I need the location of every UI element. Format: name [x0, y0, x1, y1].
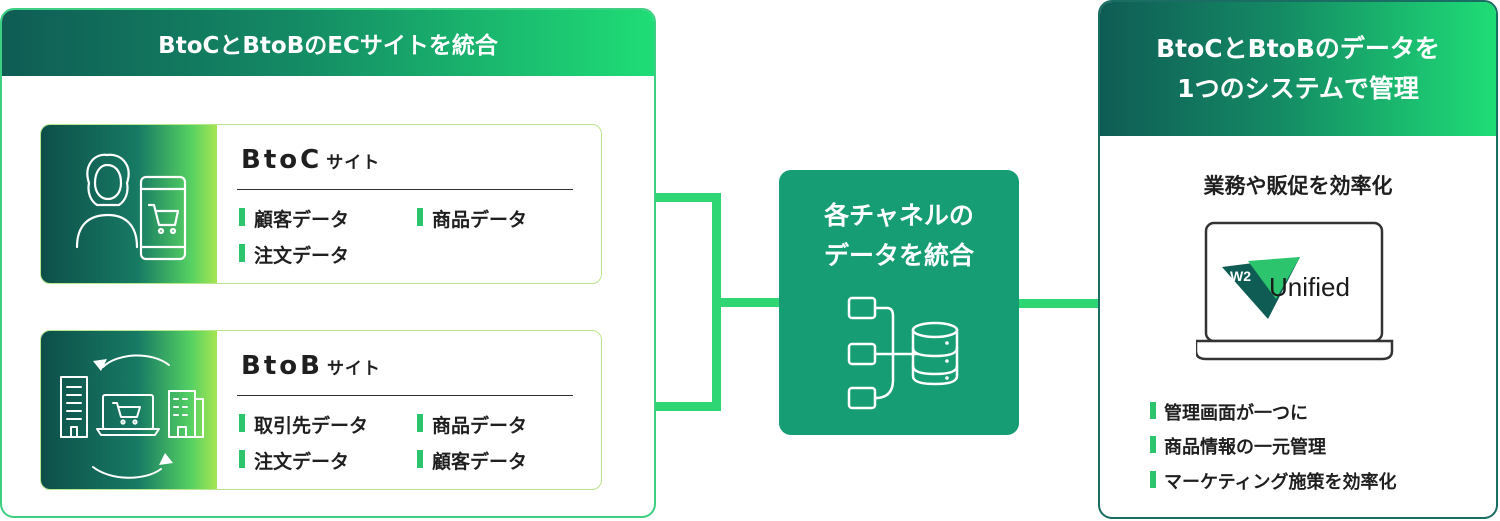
btoc-item-customer: 顧客データ: [239, 205, 349, 232]
logo-mark: W2: [1230, 268, 1251, 284]
btoc-illustration: [41, 125, 217, 283]
btob-item-customer: 顧客データ: [417, 447, 527, 474]
btoc-item-product: 商品データ: [417, 205, 527, 232]
integration-title-line1: 各チャネルの: [824, 201, 974, 230]
ec-sites-panel-title: BtoCとBtoBのECサイトを統合: [2, 10, 654, 76]
btob-item-order: 注文データ: [239, 447, 349, 474]
arrow-to-unified-shaft: [1019, 299, 1151, 308]
btoc-title-main: BtoC: [241, 145, 323, 175]
arrow-to-btob-shaft: [634, 402, 714, 411]
feature-item-marketing-efficiency: マーケティング施策を効率化: [1150, 468, 1397, 494]
btob-item-client: 取引先データ: [239, 411, 368, 438]
feature-item-single-admin: 管理画面が一つに: [1150, 399, 1308, 425]
merge-line-horizontal: [712, 298, 780, 307]
feature-item-product-management: 商品情報の一元管理: [1150, 433, 1326, 459]
btob-item-product: 商品データ: [417, 411, 527, 438]
laptop-icon: W2 Unified: [1196, 221, 1394, 361]
integration-title-line2: データを統合: [823, 241, 974, 270]
ec-sites-panel: BtoCとBtoBのECサイトを統合 BtoC: [0, 8, 656, 518]
btoc-title-suffix: サイト: [326, 153, 381, 173]
btob-divider: [237, 395, 573, 396]
w2-logo-icon: W2: [1222, 257, 1300, 319]
unified-title-line2: 1つのシステムで管理: [1177, 74, 1419, 103]
office-building-icon: [168, 390, 204, 438]
integration-box: 各チャネルの データを統合: [779, 170, 1019, 435]
logo-text: Unified: [1269, 272, 1350, 302]
woman-icon: [75, 153, 139, 249]
integration-title: 各チャネルの データを統合: [779, 196, 1019, 276]
building-icon: [60, 376, 88, 438]
btob-title-suffix: サイト: [326, 359, 381, 379]
efficiency-subtitle: 業務や販促を効率化: [1203, 174, 1393, 198]
unified-system-panel-title: BtoCとBtoBのデータを 1つのシステムで管理: [1100, 2, 1496, 136]
cycle-arrows-icon: [92, 354, 173, 479]
btob-title-main: BtoB: [241, 351, 323, 381]
btoc-item-order: 注文データ: [239, 241, 349, 268]
laptop-cart-icon: [96, 394, 160, 436]
btob-illustration: [41, 331, 217, 489]
smartphone-cart-icon: [139, 175, 187, 261]
unified-title-line1: BtoCとBtoBのデータを: [1156, 34, 1440, 63]
btoc-divider: [237, 189, 573, 190]
arrow-to-btoc-shaft: [634, 193, 714, 202]
unified-system-panel: BtoCとBtoBのデータを 1つのシステムで管理 業務や販促を効率化 W2 U…: [1098, 0, 1498, 519]
database-integration-icon: [847, 296, 959, 410]
